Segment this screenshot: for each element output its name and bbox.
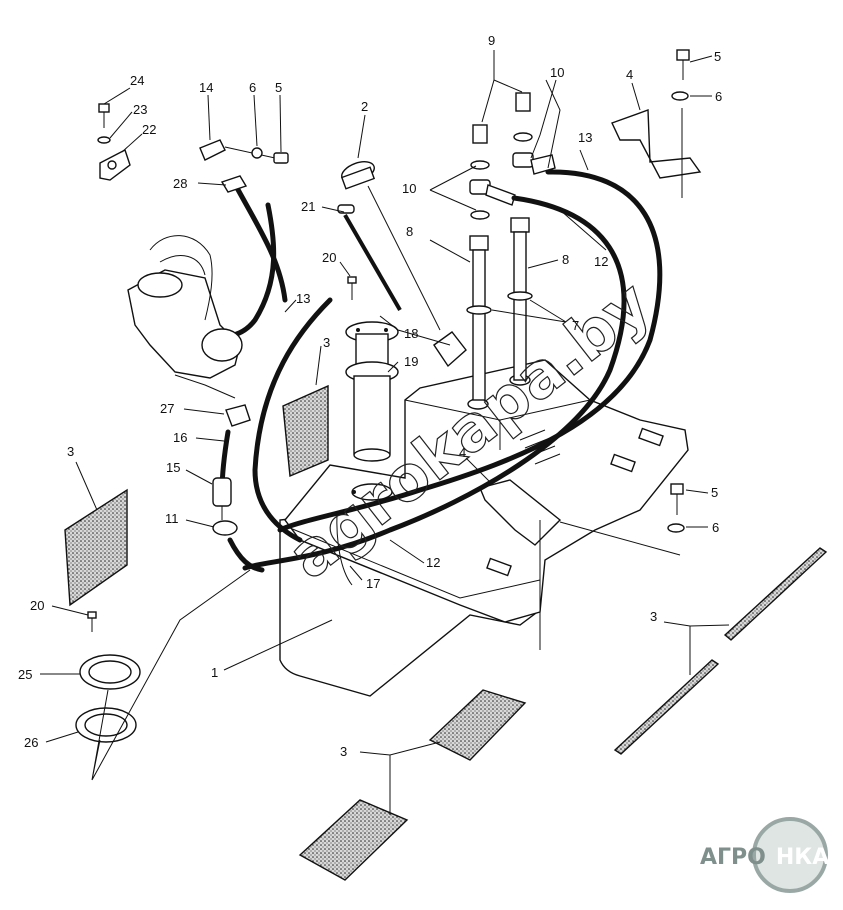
washer-6b <box>671 91 689 101</box>
filler-cap <box>340 161 441 331</box>
leader-lines <box>40 50 730 815</box>
callout-24: 24 <box>130 73 144 88</box>
brand-left: АГРО <box>700 845 766 870</box>
washer-6a <box>251 147 263 159</box>
callout-10: 10 <box>550 65 564 80</box>
callout-10: 10 <box>402 181 416 196</box>
callout-11: 11 <box>165 511 179 526</box>
clamp-11 <box>212 520 238 536</box>
callout-20: 20 <box>322 250 336 265</box>
clip-14 <box>199 139 276 161</box>
callout-3: 3 <box>67 444 74 459</box>
pad-3b <box>64 488 128 607</box>
callout-5: 5 <box>711 485 718 500</box>
washer-6c <box>667 523 685 533</box>
strainer <box>433 331 467 368</box>
pad-3d <box>298 689 527 881</box>
clamp-22 <box>99 149 131 181</box>
brand-logo: АГРО НКА <box>700 817 829 893</box>
washer-23 <box>97 136 111 144</box>
fuel-pump-assembly <box>127 235 243 399</box>
callout-12: 12 <box>426 555 440 570</box>
gasket-25 <box>79 654 141 690</box>
callout-19: 19 <box>404 354 418 369</box>
callout-1: 1 <box>211 665 218 680</box>
callout-3: 3 <box>340 744 347 759</box>
callout-7: 7 <box>572 318 579 333</box>
dipstick <box>337 204 402 312</box>
callout-6: 6 <box>249 80 256 95</box>
callout-6: 6 <box>712 520 719 535</box>
callout-25: 25 <box>18 667 32 682</box>
callout-12: 12 <box>594 254 608 269</box>
callout-15: 15 <box>166 460 180 475</box>
callout-22: 22 <box>142 122 156 137</box>
pad-3c <box>613 547 828 755</box>
fittings-left <box>469 124 516 220</box>
callout-27: 27 <box>160 401 174 416</box>
sender-unit-right <box>507 217 533 381</box>
clip-28 <box>220 175 248 193</box>
callout-5: 5 <box>275 80 282 95</box>
pad-3a <box>282 384 329 478</box>
callout-17: 17 <box>366 576 380 591</box>
callout-6: 6 <box>715 89 722 104</box>
bolt-5c <box>670 483 684 515</box>
callout-18: 18 <box>404 326 418 341</box>
bolt-20a <box>347 276 357 300</box>
callout-8: 8 <box>406 224 413 239</box>
callout-13: 13 <box>578 130 592 145</box>
callout-4: 4 <box>626 67 633 82</box>
callout-9: 9 <box>488 33 495 48</box>
fittings-right <box>512 92 556 175</box>
callout-23: 23 <box>133 102 147 117</box>
callout-2: 2 <box>361 99 368 114</box>
callout-28: 28 <box>173 176 187 191</box>
callout-3: 3 <box>323 335 330 350</box>
bracket-upper <box>611 108 702 198</box>
callout-5: 5 <box>714 49 721 64</box>
gasket-26 <box>75 707 137 743</box>
brand-right: НКА <box>776 845 829 870</box>
bolt-20b <box>87 611 97 632</box>
filler-neck <box>345 321 399 462</box>
callout-3: 3 <box>650 609 657 624</box>
callout-26: 26 <box>24 735 38 750</box>
bolt-24 <box>98 103 110 128</box>
bolt-5b <box>676 49 690 80</box>
inline-filter-15 <box>212 466 232 520</box>
callout-13: 13 <box>296 291 310 306</box>
callout-8: 8 <box>562 252 569 267</box>
callout-4: 4 <box>459 445 466 460</box>
callout-14: 14 <box>199 80 213 95</box>
clip-27 <box>225 404 251 427</box>
callout-16: 16 <box>173 430 187 445</box>
callouts: 24 23 22 14 6 5 28 2 21 20 13 18 3 19 27… <box>18 33 722 759</box>
callout-21: 21 <box>301 199 315 214</box>
sender-unit-left <box>466 235 492 401</box>
bracket-lower <box>479 479 681 650</box>
nut-5a <box>273 152 289 164</box>
callout-20: 20 <box>30 598 44 613</box>
